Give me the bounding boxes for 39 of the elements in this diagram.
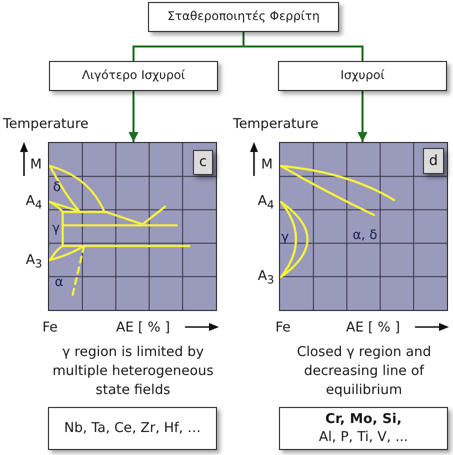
- axis-label: Temperature: [233, 117, 319, 132]
- element-list-box: [279, 407, 448, 450]
- transformation-point-label: A$_{4}$: [258, 194, 274, 212]
- panel-letter: c: [199, 153, 207, 172]
- phase-label: δ: [53, 180, 61, 196]
- element-list: Cr, Mo, Si,: [325, 410, 402, 428]
- phase-label: α: [54, 276, 64, 290]
- transformation-point-label: A$_{4}$: [26, 194, 42, 212]
- element-list: Al, P, Ti, V, ...: [318, 428, 408, 446]
- phase-diagram-panel: [48, 142, 217, 311]
- element-list: Nb, Ta, Ce, Zr, Hf, …: [64, 420, 201, 438]
- phase-diagram-panel: [279, 142, 448, 311]
- phase-label: α, δ: [352, 228, 378, 244]
- axis-label: AE [ % ]: [346, 320, 400, 336]
- transformation-point-label: A$_{3}$: [26, 252, 42, 272]
- box-title: Σταθεροποιητές Φερρίτη: [167, 9, 320, 25]
- box-title: Λιγότερο Ισχυροί: [82, 68, 186, 84]
- transformation-point-label: M: [261, 158, 273, 172]
- arrow: [358, 91, 368, 142]
- panel-letter: d: [429, 152, 438, 170]
- transformation-point-label: A$_{3}$: [258, 268, 274, 288]
- transformation-point-label: M: [30, 158, 42, 172]
- connector-line: [242, 32, 364, 61]
- caption-text: Closed γ region and decreasing line of equilibrium: [296, 343, 432, 400]
- panel-tag: [193, 150, 213, 175]
- axis-label: Temperature: [3, 117, 89, 132]
- axis-label: Fe: [275, 320, 291, 336]
- phase-label: γ: [281, 230, 289, 246]
- axis-label: Fe: [42, 320, 58, 336]
- heading-box: [148, 2, 339, 32]
- box-title: Ισχυροί: [340, 68, 385, 84]
- panel-tag: [423, 148, 444, 174]
- category-box: [278, 61, 447, 91]
- phase-label: γ: [52, 222, 60, 236]
- axis-label: AE [ % ]: [116, 320, 170, 336]
- caption-text: γ region is limited by multiple heterogeneous state fields: [52, 343, 214, 400]
- element-list-box: [48, 407, 217, 450]
- category-box: [49, 61, 218, 91]
- arrow: [128, 91, 138, 142]
